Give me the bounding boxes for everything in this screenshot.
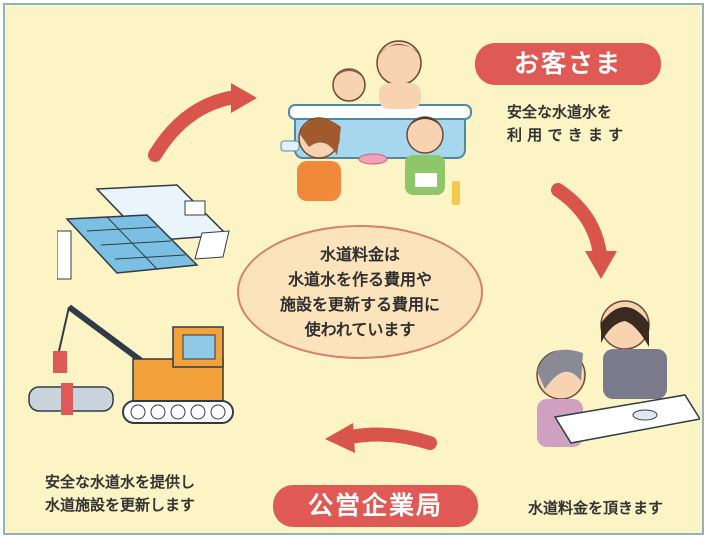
crane-truck-illustration xyxy=(28,304,234,424)
customer-caption: 安全な水道水を 利 用 で き ま す xyxy=(507,101,623,147)
center-line-1: 水道料金は xyxy=(319,245,400,264)
customer-label: お客さま xyxy=(475,43,661,85)
arrow-top-left-icon xyxy=(148,83,257,162)
cycle-arrows xyxy=(148,83,617,453)
enterprise-caption-line-1: 安全な水道水を提供し xyxy=(45,473,196,491)
water-treatment-plant-illustration xyxy=(57,184,230,280)
payment-caption: 水道料金を頂きます xyxy=(528,499,664,517)
arrow-bottom-icon xyxy=(325,423,437,453)
center-line-3: 施設を更新する費用に xyxy=(279,295,440,314)
diagram-frame: 水道料金は 水道水を作る費用や 施設を更新する費用に 使われています お客さま … xyxy=(3,3,704,535)
enterprise-label: 公営企業局 xyxy=(273,485,478,527)
customer-caption-line-2: 利 用 で き ま す xyxy=(507,126,624,144)
enterprise-caption-line-2: 水道施設を更新します xyxy=(45,496,196,514)
customer-caption-line-1: 安全な水道水を xyxy=(507,103,613,121)
arrow-right-icon xyxy=(551,183,617,279)
center-line-2: 水道水を作る費用や xyxy=(287,270,432,289)
center-line-4: 使われています xyxy=(304,320,416,339)
family-bath-illustration xyxy=(280,40,472,205)
center-message-oval: 水道料金は 水道水を作る費用や 施設を更新する費用に 使われています xyxy=(237,225,483,359)
enterprise-caption: 安全な水道水を提供し 水道施設を更新します xyxy=(45,471,195,517)
payment-counter-illustration xyxy=(536,300,700,447)
